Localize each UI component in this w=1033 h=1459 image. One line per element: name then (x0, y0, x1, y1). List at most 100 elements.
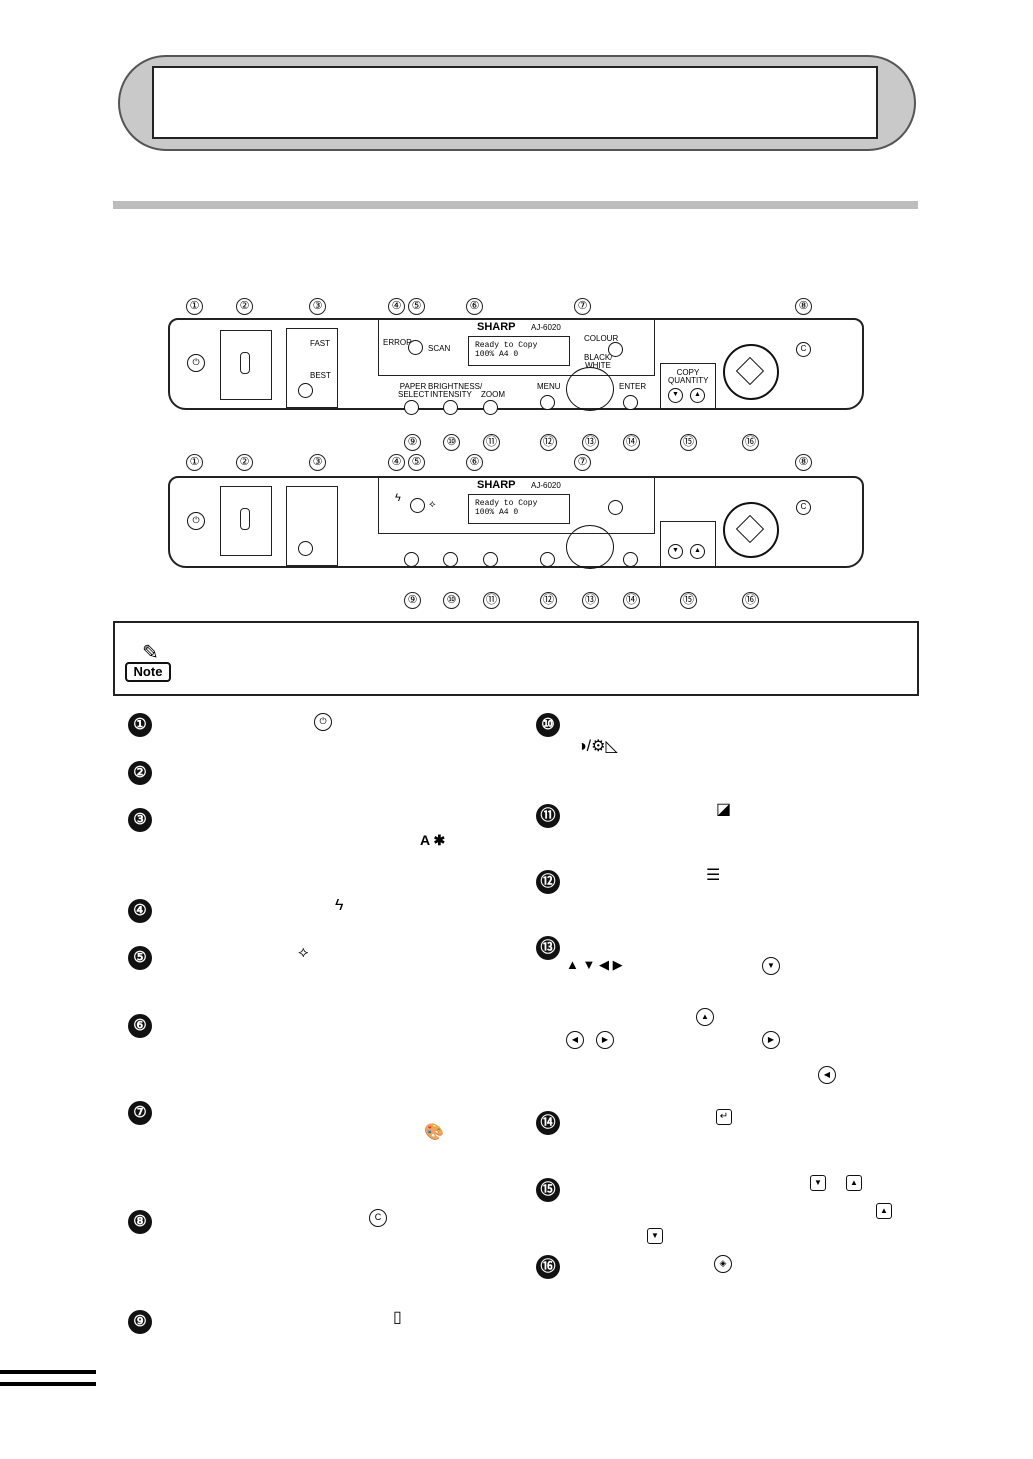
start-icon-desc: ◈ (714, 1255, 732, 1273)
callout-15: ⑮ (680, 432, 697, 451)
zoom-icon: ◪ (716, 801, 732, 818)
brand-logo-b: SHARP (477, 479, 516, 491)
callout-13: ⑬ (582, 432, 599, 451)
card-slot (220, 330, 272, 400)
scan-button-b[interactable] (410, 498, 425, 513)
callout-7-b: ⑦ (574, 452, 591, 471)
quantity-down-icon: ▼ (810, 1175, 826, 1191)
start-button-b[interactable] (723, 502, 779, 558)
enter-label: ENTER (619, 382, 647, 391)
section-rule (113, 201, 918, 209)
quantity-down-icon-2: ▼ (647, 1228, 663, 1244)
brightness-button[interactable] (443, 400, 458, 415)
lcd-line-1: Ready to Copy (475, 341, 538, 350)
quantity-up-button-b[interactable]: ▲ (690, 544, 705, 559)
item-number-3: ③ (128, 808, 152, 832)
quantity-down-button-b[interactable]: ▼ (668, 544, 683, 559)
clear-button[interactable]: C (796, 342, 811, 357)
callout-10: ⑩ (443, 432, 460, 451)
start-button[interactable] (723, 344, 779, 400)
callout-9-b: ⑨ (404, 590, 421, 609)
display-frame (378, 318, 655, 376)
scan-button[interactable] (408, 340, 423, 355)
lcd-line-2: 100% A4 0 (475, 350, 519, 359)
colour-mode-button[interactable] (608, 342, 623, 357)
callout-5-b: ⑤ (408, 452, 425, 471)
slot-indicator-b (240, 508, 250, 530)
right-arrow-icon: ▶ (596, 1031, 614, 1049)
left-arrow-icon: ◀ (566, 1031, 584, 1049)
arrow-pad-b[interactable] (566, 525, 614, 569)
paper-select-button-b[interactable] (404, 552, 419, 567)
callout-3: ③ (309, 296, 326, 315)
right-arrow-icon-2: ▶ (762, 1031, 780, 1049)
item-number-13: ⑬ (536, 936, 560, 960)
callout-5: ⑤ (408, 296, 425, 315)
callout-16-b: ⑯ (742, 590, 759, 609)
callout-2-b: ② (236, 452, 253, 471)
clear-icon: C (369, 1209, 387, 1227)
quality-box-b (286, 486, 338, 566)
quality-button[interactable] (298, 383, 313, 398)
callout-8: ⑧ (795, 296, 812, 315)
lcd-line-2-b: 100% A4 0 (475, 508, 519, 517)
copy-quantity-label: COPY QUANTITY (668, 368, 709, 385)
item-number-5: ⑤ (128, 946, 152, 970)
scan-label: SCAN (428, 344, 451, 353)
lcd-display-b: Ready to Copy 100% A4 0 (468, 494, 570, 524)
control-panel-text (168, 318, 864, 410)
colour-mode-button-b[interactable] (608, 500, 623, 515)
callout-1: ① (186, 296, 203, 315)
model-label-b: AJ-6020 (531, 481, 561, 490)
item-number-11: ⑪ (536, 804, 560, 828)
power-button-icon-panel[interactable]: ⏻ (187, 512, 205, 530)
item-number-12: ⑫ (536, 870, 560, 894)
down-arrow-icon: ▼ (762, 957, 780, 975)
item-number-16: ⑯ (536, 1255, 560, 1279)
callout-2: ② (236, 296, 253, 315)
callout-4: ④ (388, 296, 405, 315)
callout-7: ⑦ (574, 296, 591, 315)
lcd-line-1-b: Ready to Copy (475, 499, 538, 508)
callout-4-b: ④ (388, 452, 405, 471)
callout-9: ⑨ (404, 432, 421, 451)
best-label: BEST (310, 371, 331, 380)
enter-button-b[interactable] (623, 552, 638, 567)
item-number-15: ⑮ (536, 1178, 560, 1202)
item-number-14: ⑭ (536, 1111, 560, 1135)
quantity-up-icon-2: ▲ (876, 1203, 892, 1219)
power-button[interactable]: ⏻ (187, 354, 205, 372)
item-number-8: ⑧ (128, 1210, 152, 1234)
item-number-7: ⑦ (128, 1101, 152, 1125)
brightness-icon: ◑/⚙◺ (577, 738, 618, 755)
quantity-up-button[interactable]: ▲ (690, 388, 705, 403)
item-number-10: ⑩ (536, 713, 560, 737)
menu-button[interactable] (540, 395, 555, 410)
quality-button-b[interactable] (298, 541, 313, 556)
brightness-label: BRIGHTNESS/ INTENSITY (428, 382, 483, 399)
zoom-button-b[interactable] (483, 552, 498, 567)
menu-button-b[interactable] (540, 552, 555, 567)
menu-icon: ☰ (706, 867, 721, 884)
clear-button-b[interactable]: C (796, 500, 811, 515)
fast-label: FAST (310, 339, 331, 348)
arrow-pad[interactable] (566, 367, 614, 411)
brightness-button-b[interactable] (443, 552, 458, 567)
up-arrow-icon: ▲ (696, 1008, 714, 1026)
footer-rule (0, 1370, 96, 1386)
callout-13-b: ⑬ (582, 590, 599, 609)
error-label: ERROR (383, 338, 412, 347)
paper-select-button[interactable] (404, 400, 419, 415)
callout-14-b: ⑭ (623, 590, 640, 609)
quantity-down-button[interactable]: ▼ (668, 388, 683, 403)
title-box (152, 66, 878, 139)
palette-icon: 🎨 (424, 1124, 444, 1141)
quality-icon: A ✱ (420, 832, 446, 848)
enter-button[interactable] (623, 395, 638, 410)
callout-6-b: ⑥ (466, 452, 483, 471)
paper-select-icon: ▯ (393, 1309, 402, 1326)
zoom-button[interactable] (483, 400, 498, 415)
callout-3-b: ③ (309, 452, 326, 471)
callout-8-b: ⑧ (795, 452, 812, 471)
brand-logo: SHARP (477, 321, 516, 333)
